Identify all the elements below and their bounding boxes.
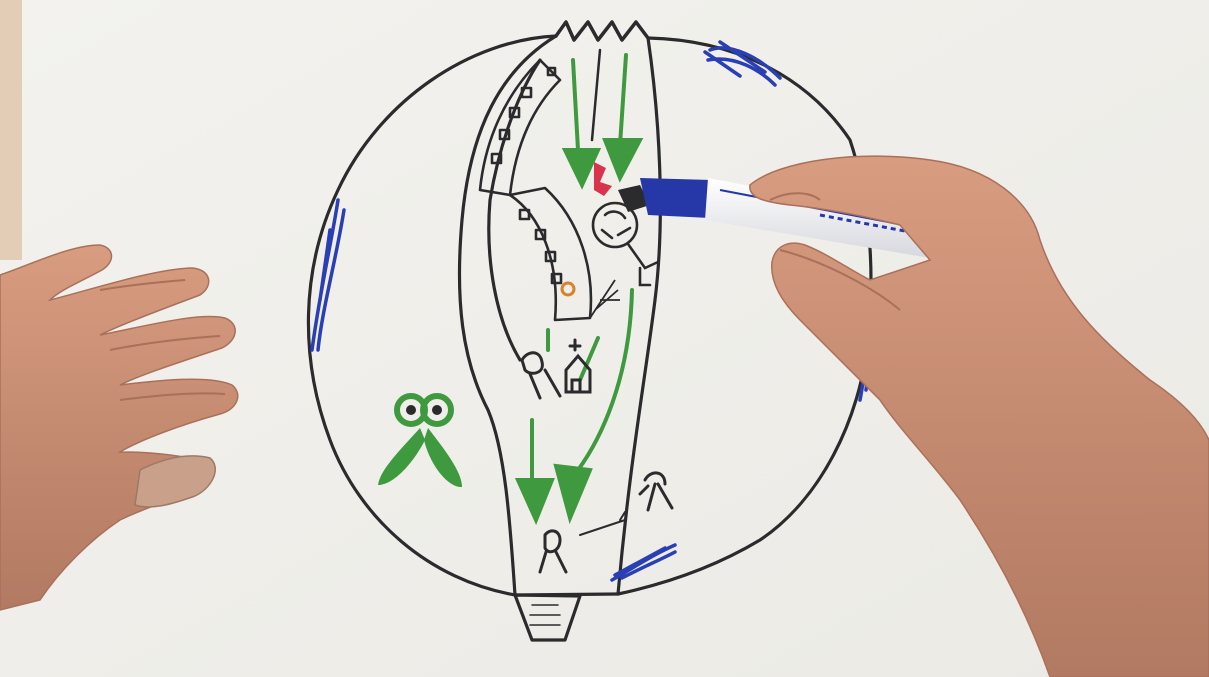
table-edge: [0, 0, 22, 260]
